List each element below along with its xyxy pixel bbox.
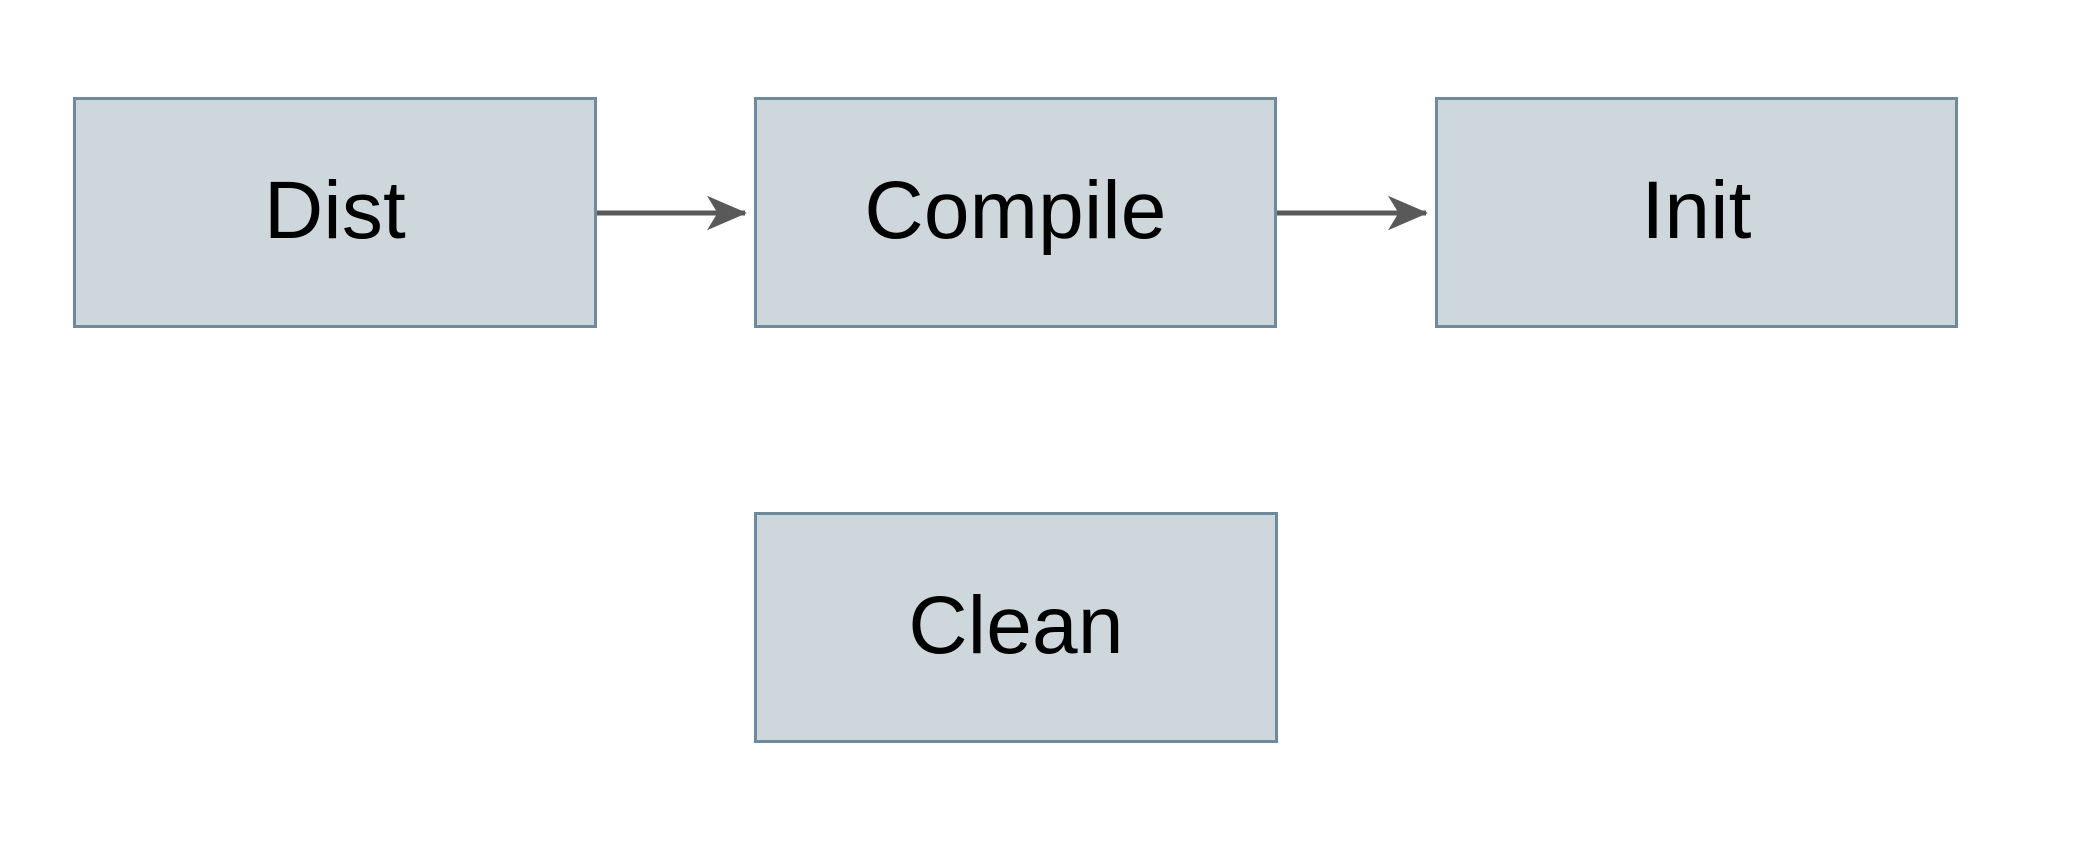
node-dist[interactable]: Dist xyxy=(73,97,597,328)
node-dist-label: Dist xyxy=(263,164,407,256)
node-compile-label: Compile xyxy=(864,164,1167,256)
node-init-label: Init xyxy=(1641,164,1752,256)
node-clean[interactable]: Clean xyxy=(754,512,1278,743)
node-compile[interactable]: Compile xyxy=(754,97,1277,328)
node-clean-label: Clean xyxy=(908,579,1124,671)
node-init[interactable]: Init xyxy=(1435,97,1958,328)
